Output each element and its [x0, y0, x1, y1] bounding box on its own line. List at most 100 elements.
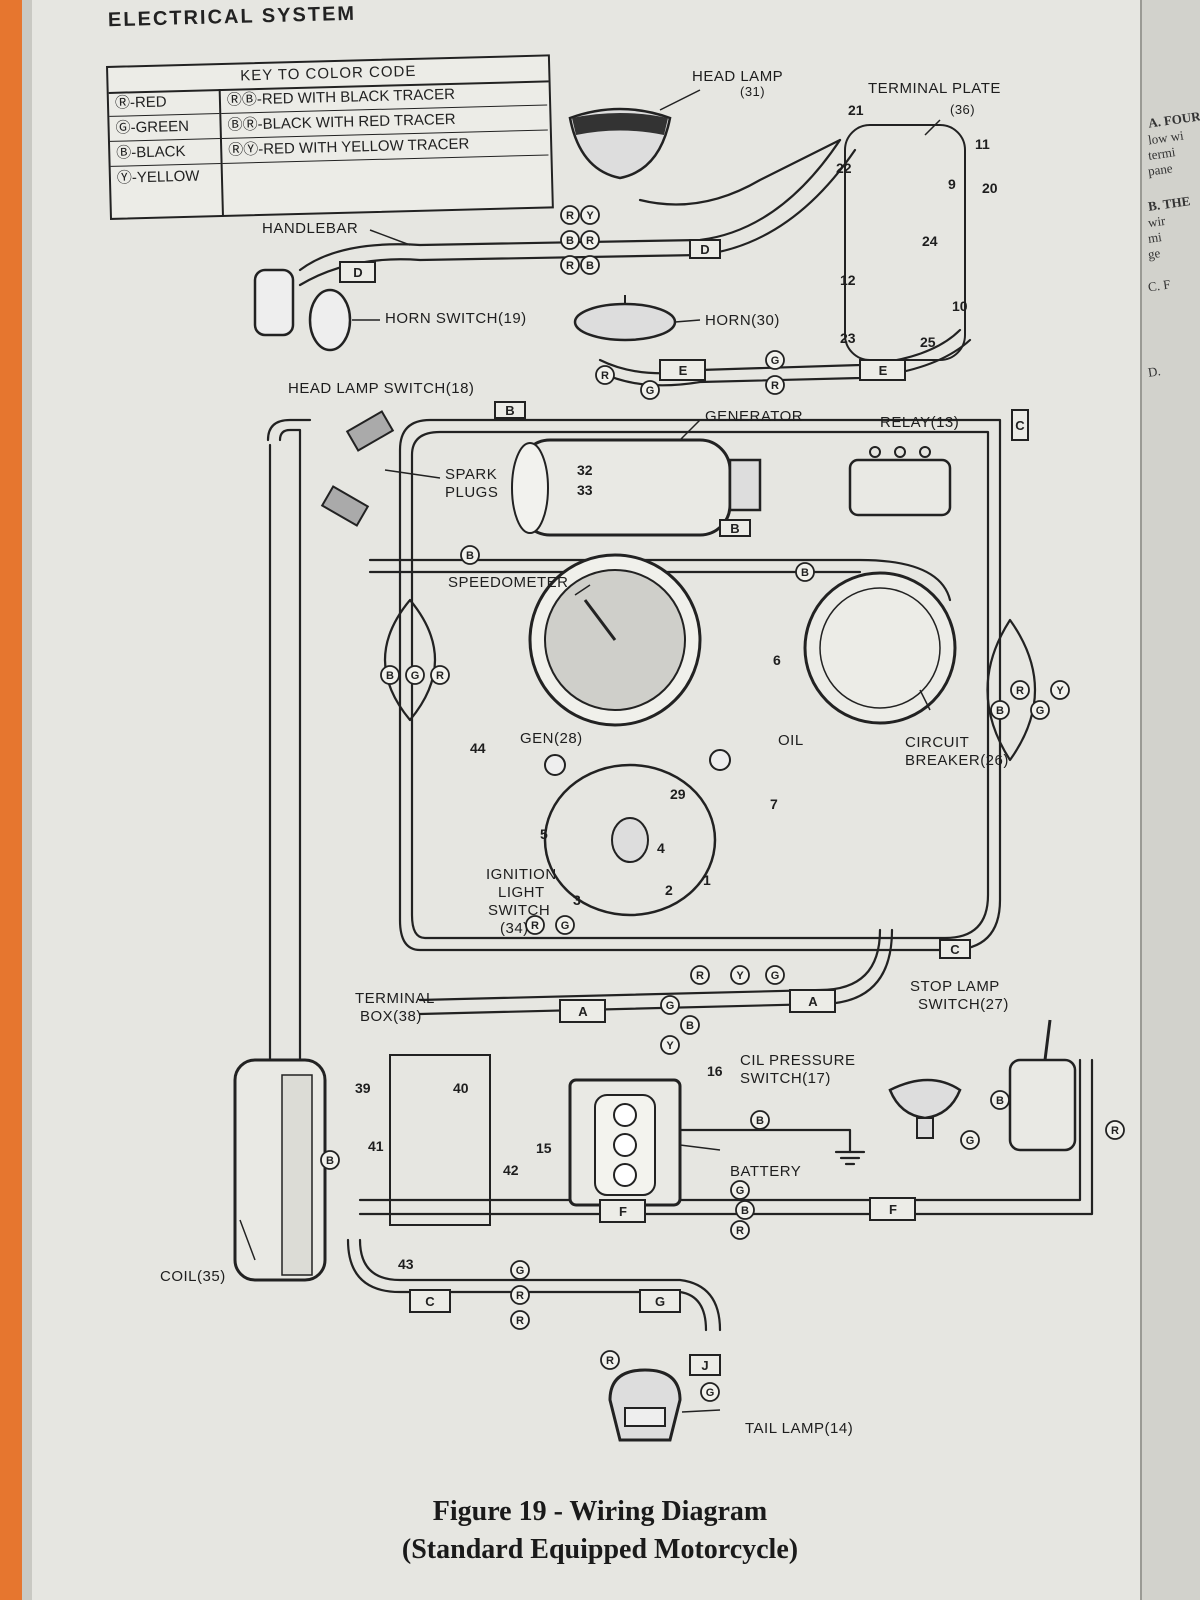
connector-b: [494, 401, 526, 419]
oil-pressure-switch-icon: [888, 1078, 962, 1139]
wire-code: R: [601, 370, 609, 382]
wire-code: B: [801, 567, 809, 579]
terminal-number: 7: [770, 796, 778, 812]
terminal-number: 16: [707, 1063, 723, 1079]
wire-code: Y: [736, 970, 744, 982]
generator-icon: [511, 438, 762, 537]
coil-wire-2: [266, 418, 312, 442]
horn-wire-2: [598, 338, 972, 387]
terminal-number: 39: [355, 1080, 371, 1096]
wire-code: B: [756, 1115, 764, 1127]
ignition-switch-icon: [543, 763, 717, 917]
relay-icon: [848, 446, 952, 517]
connector-f: [599, 1199, 646, 1223]
terminal-number: 21: [848, 102, 864, 118]
wire-code: B: [996, 1095, 1004, 1107]
terminal-number: 22: [836, 160, 852, 176]
tail-lamp-label: TAIL LAMP(14): [745, 1420, 854, 1437]
terminal-number: 12: [840, 272, 856, 288]
oil-lamp-label: OIL: [778, 732, 804, 749]
terminal-number: 44: [470, 740, 486, 756]
wire-code: B: [586, 260, 594, 272]
figure-subcaption: (Standard Equipped Motorcycle): [401, 1534, 799, 1565]
head-lamp-label: HEAD LAMP: [692, 68, 784, 85]
connector-letter: D: [700, 242, 709, 257]
head-lamp-switch-icon: [253, 268, 295, 337]
wire-code: R: [736, 1225, 744, 1237]
left-harness-bulge: [384, 598, 436, 722]
gen-lamp-label: GEN(28): [520, 730, 583, 747]
terminal-number: 6: [773, 652, 781, 668]
gen-lamp-icon: [544, 754, 566, 776]
figure-caption: Figure 19 - Wiring Diagram: [432, 1496, 768, 1527]
battery-icon: [568, 1078, 682, 1207]
coil-wire: [278, 428, 302, 1082]
spark-plugs-label-2: PLUGS: [445, 484, 499, 501]
handlebar-label: HANDLEBAR: [262, 220, 359, 237]
terminal-plate-number: (36): [950, 102, 976, 117]
spark-plugs-label-1: SPARK: [445, 466, 498, 483]
wire-code: R: [606, 1355, 614, 1367]
terminal-number: 43: [398, 1256, 414, 1272]
terminal-number: 1: [703, 872, 711, 888]
wire-code: R: [586, 235, 594, 247]
wire-code: G: [736, 1185, 745, 1197]
tail-harness-2: [346, 1238, 708, 1332]
wire-code: R: [696, 970, 704, 982]
connector-g: [639, 1289, 681, 1313]
terminal-plate-icon: [844, 124, 966, 361]
terminal-number: 40: [453, 1080, 469, 1096]
oil-pressure-switch-label-2: SWITCH(17): [740, 1070, 831, 1087]
speedometer-label: SPEEDOMETER: [448, 574, 569, 591]
connector-letter: A: [808, 994, 818, 1009]
wire-code: R: [436, 670, 444, 682]
connector-c: [1011, 409, 1029, 441]
wire-code: G: [1036, 705, 1045, 717]
connector-letter: D: [353, 265, 362, 280]
connector-letter: E: [679, 363, 688, 378]
connector-f: [869, 1197, 916, 1221]
oil-lamp-icon: [709, 749, 731, 771]
terminal-box-icon: [389, 1054, 491, 1226]
terminal-number: 23: [840, 330, 856, 346]
terminal-number: 3: [573, 892, 581, 908]
terminal-box-label-2: BOX(38): [360, 1008, 422, 1025]
generator-label: GENERATOR: [705, 408, 804, 425]
horn-switch-label: HORN SWITCH(19): [385, 310, 527, 327]
connector-a: [789, 989, 836, 1013]
circuit-breaker-icon: [803, 571, 957, 725]
tail-harness: [358, 1238, 722, 1332]
wire-code: B: [466, 550, 474, 562]
connector-d: [339, 261, 376, 283]
wire-code: G: [771, 970, 780, 982]
speedo-wire: [368, 558, 952, 602]
speedometer-icon: [528, 553, 702, 727]
wire-code: G: [771, 355, 780, 367]
circuit-breaker-label-1: CIRCUIT: [905, 734, 970, 751]
wire-code: B: [741, 1205, 749, 1217]
battery-harness-2: [358, 1058, 1094, 1216]
wire-code: G: [706, 1387, 715, 1399]
ignition-switch-label-2: LIGHT: [498, 884, 545, 901]
wire-code: G: [666, 1000, 675, 1012]
wire-code: G: [646, 385, 655, 397]
connector-c: [409, 1289, 451, 1313]
battery-label: BATTERY: [730, 1163, 802, 1180]
ignition-switch-label-3: SWITCH: [488, 902, 551, 919]
terminal-number: 20: [982, 180, 998, 196]
handlebar-harness: [298, 138, 842, 272]
connector-letter: C: [950, 942, 960, 957]
terminal-number: 24: [922, 233, 938, 249]
main-harness-inner: [410, 430, 990, 940]
wire-code: G: [411, 670, 420, 682]
connector-letter: J: [701, 1358, 708, 1373]
connector-c: [939, 939, 971, 959]
head-lamp-wire: [638, 138, 842, 206]
wire-code: R: [566, 260, 574, 272]
stop-lamp-switch-label-1: STOP LAMP: [910, 978, 1000, 995]
relay-label: RELAY(13): [880, 414, 960, 431]
terminal-number: 41: [368, 1138, 384, 1154]
wire-code: G: [966, 1135, 975, 1147]
book-gutter: [22, 0, 32, 1600]
ground-symbol: [834, 1150, 866, 1166]
